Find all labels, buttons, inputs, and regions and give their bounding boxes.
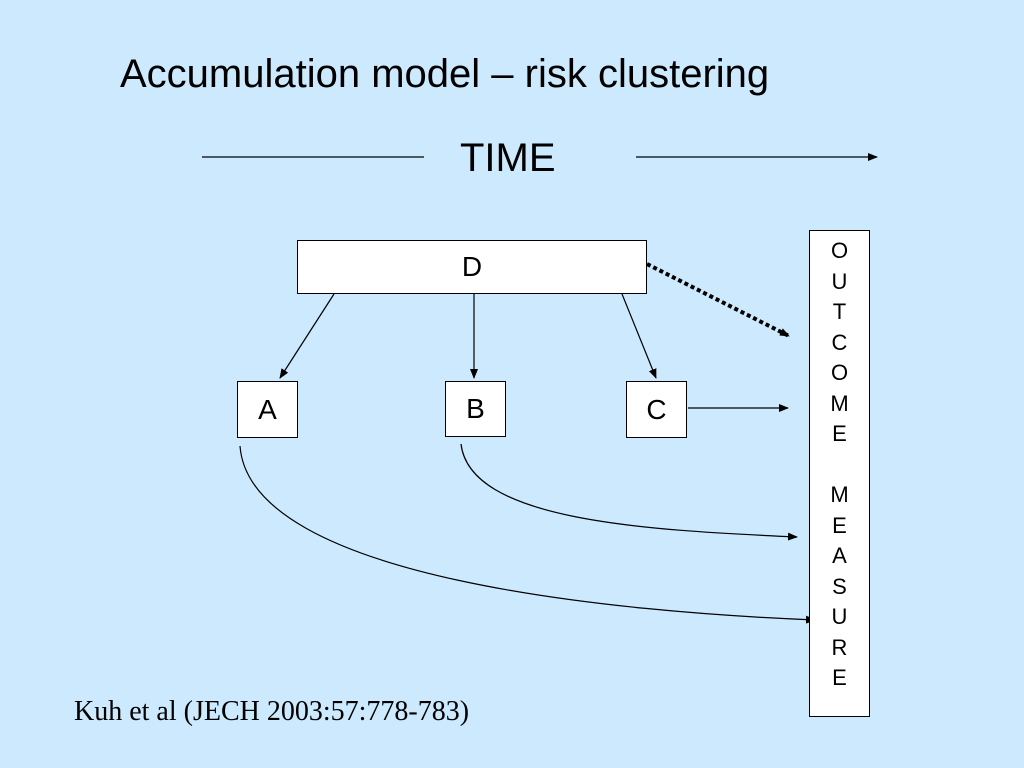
node-b: B [445,381,506,437]
node-d: D [297,240,647,294]
arrow-d-to-a [279,293,335,379]
measure-letter: E [832,512,847,538]
slide-title: Accumulation model – risk clustering [120,52,770,96]
node-c: C [626,381,687,438]
outcome-letter: C [831,329,848,355]
measure-letter: U [831,604,848,629]
outcome-letter: M [830,390,849,416]
node-b-label: B [466,393,485,424]
outcome-measure-box: O U T C O M E M E A S U R E [809,230,870,717]
outcome-letter: O [830,360,849,385]
node-c-label: C [646,393,667,425]
measure-letter: A [832,543,847,568]
citation: Kuh et al (JECH 2003:57:778-783) [74,696,470,727]
arrow-d-to-c [621,293,657,379]
outcome-letter: U [831,268,848,294]
outcome-word-gap [810,450,869,481]
outcome-letter: T [832,299,847,324]
measure-letter: R [831,634,848,660]
node-d-label: D [461,251,483,282]
arrow-d-to-outcome-dotted [646,262,790,338]
measure-letter: E [832,665,847,690]
outcome-letter: O [830,238,849,263]
outcome-letter: E [832,421,847,446]
node-a: A [237,381,298,438]
measure-letter: S [832,573,847,599]
node-a-label: A [258,393,277,425]
measure-letter: M [830,482,849,507]
arrow-a-to-outcome [239,445,816,624]
arrow-b-to-outcome [460,443,798,541]
time-label: TIME [460,136,556,180]
